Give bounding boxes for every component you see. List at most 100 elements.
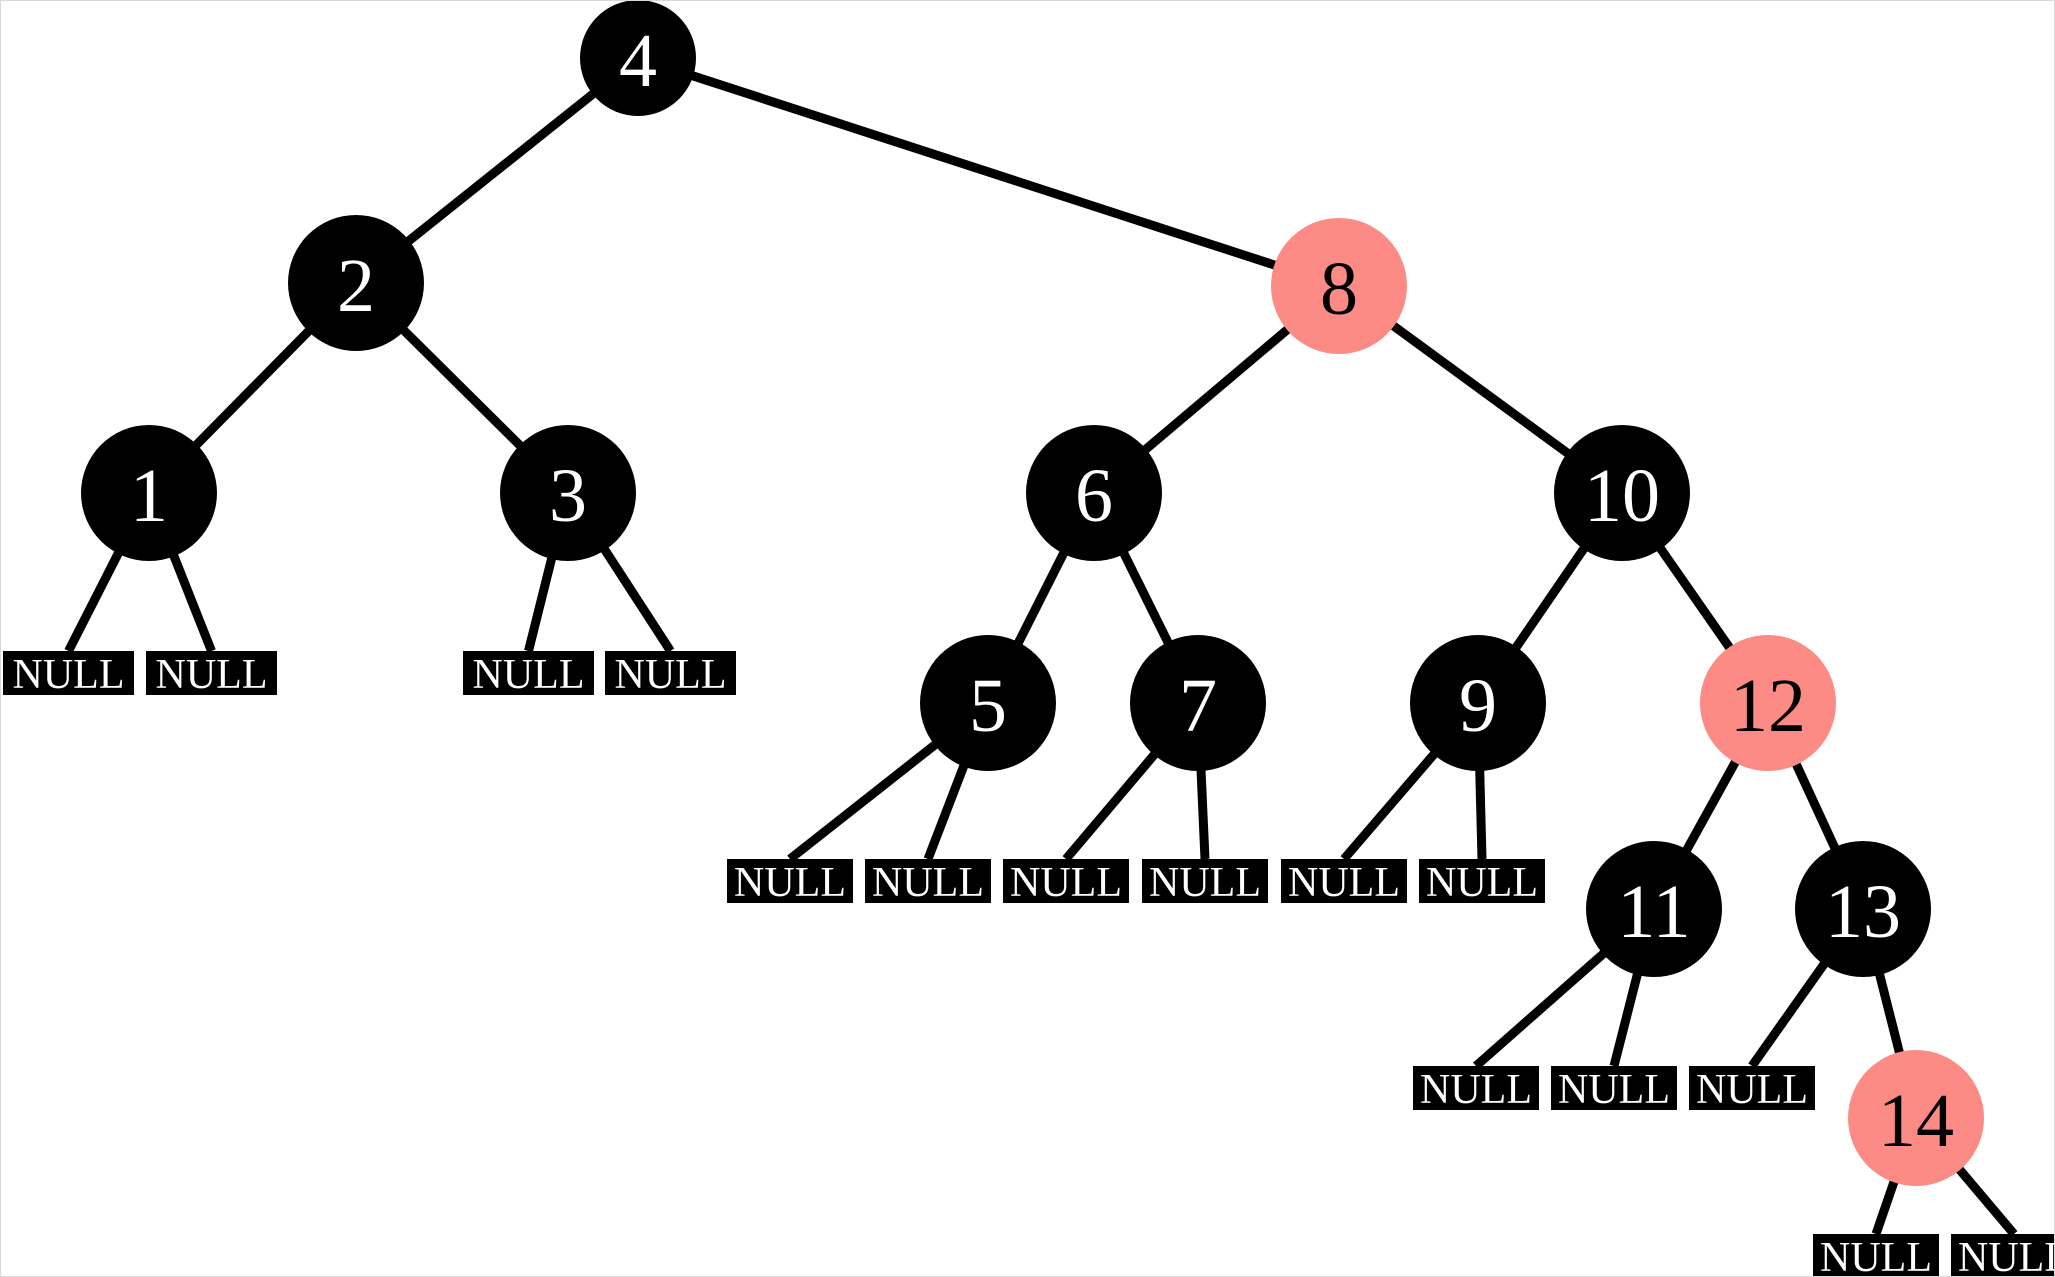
tree-node-8: 8 bbox=[1271, 218, 1407, 354]
black-node-circle bbox=[81, 425, 217, 561]
tree-node-13: 13 bbox=[1795, 841, 1931, 977]
tree-edge bbox=[787, 736, 944, 863]
tree-node-9: 9 bbox=[1410, 635, 1546, 771]
tree-node-label: 5 bbox=[969, 664, 1007, 748]
black-node-circle bbox=[1130, 635, 1266, 771]
tree-node-4: 4 bbox=[580, 1, 696, 116]
tree-edge bbox=[1062, 745, 1163, 862]
tree-node-7: 7 bbox=[1130, 635, 1266, 771]
tree-edge bbox=[923, 757, 971, 861]
tree-node-label: 13 bbox=[1825, 870, 1901, 954]
null-leaf-box bbox=[1813, 1234, 1939, 1276]
null-leaf-label: NULL bbox=[1010, 860, 1122, 906]
null-leaf-box bbox=[1551, 1066, 1677, 1110]
null-leaf-label: NULL bbox=[734, 860, 846, 906]
red-node-circle bbox=[1848, 1050, 1984, 1186]
tree-node-label: 1 bbox=[130, 454, 168, 538]
black-node-circle bbox=[1554, 425, 1690, 561]
null-leaf-box bbox=[605, 651, 736, 695]
tree-node-12: 12 bbox=[1700, 635, 1836, 771]
null-leaf-label: NULL bbox=[872, 860, 984, 906]
tree-edge bbox=[596, 540, 675, 654]
black-node-circle bbox=[1410, 635, 1546, 771]
null-leaf: NULL bbox=[1003, 859, 1129, 906]
null-leaf: NULL bbox=[1413, 1066, 1539, 1113]
null-leaf-box bbox=[1413, 1066, 1539, 1110]
tree-edge bbox=[1384, 317, 1577, 462]
tree-node-label: 11 bbox=[1617, 870, 1690, 954]
tree-edge bbox=[524, 549, 558, 653]
null-leaf: NULL bbox=[605, 651, 736, 698]
null-leaf: NULL bbox=[1142, 859, 1268, 906]
null-leaf: NULL bbox=[1689, 1066, 1815, 1113]
null-leaf-box bbox=[727, 859, 853, 903]
tree-edge bbox=[1609, 965, 1644, 1068]
tree-edge bbox=[1508, 539, 1592, 657]
tree-edge bbox=[1136, 321, 1297, 458]
tree-edge bbox=[1116, 544, 1176, 652]
tree-node-label: 14 bbox=[1878, 1079, 1954, 1163]
tree-edge bbox=[395, 321, 529, 455]
null-leaf-label: NULL bbox=[1149, 860, 1261, 906]
null-leaf-box bbox=[1281, 859, 1407, 903]
tree-node-5: 5 bbox=[920, 635, 1056, 771]
red-node-circle bbox=[1700, 635, 1836, 771]
tree-edge bbox=[64, 544, 126, 654]
null-leaf: NULL bbox=[463, 651, 594, 698]
null-leaf-label: NULL bbox=[1288, 860, 1400, 906]
black-node-circle bbox=[1586, 841, 1722, 977]
null-leaf-label: NULL bbox=[473, 652, 585, 698]
red-node-circle bbox=[1271, 218, 1407, 354]
tree-node-10: 10 bbox=[1554, 425, 1690, 561]
tree-node-2: 2 bbox=[288, 215, 424, 351]
null-leaf-box bbox=[1689, 1066, 1815, 1110]
tree-edge bbox=[1873, 965, 1906, 1062]
null-leaf-box bbox=[3, 651, 134, 695]
tree-edge bbox=[1340, 745, 1443, 862]
black-node-circle bbox=[920, 635, 1056, 771]
tree-node-label: 7 bbox=[1179, 664, 1217, 748]
tree-node-label: 6 bbox=[1075, 454, 1113, 538]
tree-node-label: 9 bbox=[1459, 664, 1497, 748]
null-leaf-label: NULL bbox=[13, 652, 125, 698]
tree-node-1: 1 bbox=[81, 425, 217, 561]
null-leaf: NULL bbox=[3, 651, 134, 698]
tree-node-label: 2 bbox=[337, 244, 375, 328]
tree-node-label: 12 bbox=[1730, 664, 1806, 748]
tree-edge bbox=[399, 86, 601, 250]
null-leaf-label: NULL bbox=[156, 652, 268, 698]
tree-node-label: 4 bbox=[619, 19, 657, 103]
null-leaf-label: NULL bbox=[1820, 1235, 1932, 1277]
null-leaf: NULL bbox=[1551, 1066, 1677, 1113]
tree-edge bbox=[685, 69, 1284, 272]
null-leaf: NULL bbox=[865, 859, 991, 906]
null-leaf-label: NULL bbox=[1696, 1067, 1808, 1113]
tree-edge bbox=[166, 546, 216, 653]
tree-edge bbox=[1788, 755, 1843, 857]
null-leaf-box bbox=[1003, 859, 1129, 903]
null-leaf-label: NULL bbox=[1426, 860, 1538, 906]
edges-layer bbox=[64, 69, 2018, 1237]
null-leaf-label: NULL bbox=[615, 652, 727, 698]
tree-node-label: 3 bbox=[549, 454, 587, 538]
black-node-circle bbox=[288, 215, 424, 351]
tree-edge bbox=[1475, 762, 1487, 860]
tree-node-14: 14 bbox=[1848, 1050, 1984, 1186]
tree-edge bbox=[1748, 955, 1833, 1069]
null-leaf-label: NULL bbox=[1420, 1067, 1532, 1113]
null-leaf: NULL bbox=[146, 651, 277, 698]
null-leaf-label: NULL bbox=[1958, 1235, 2055, 1277]
black-node-circle bbox=[500, 425, 636, 561]
null-leaf: NULL bbox=[1951, 1234, 2055, 1277]
tree-node-label: 10 bbox=[1584, 454, 1660, 538]
tree-edge bbox=[1871, 1173, 1901, 1236]
tree-edge bbox=[1679, 753, 1743, 859]
null-leaf-box bbox=[1951, 1234, 2054, 1276]
null-boxes-layer: NULL NULL NULL NULL NULL NULL NULL NULL NULL NULL… bbox=[3, 651, 2055, 1277]
null-leaf-label: NULL bbox=[1558, 1067, 1670, 1113]
black-node-circle bbox=[580, 1, 696, 116]
tree-node-3: 3 bbox=[500, 425, 636, 561]
black-node-circle bbox=[1795, 841, 1931, 977]
